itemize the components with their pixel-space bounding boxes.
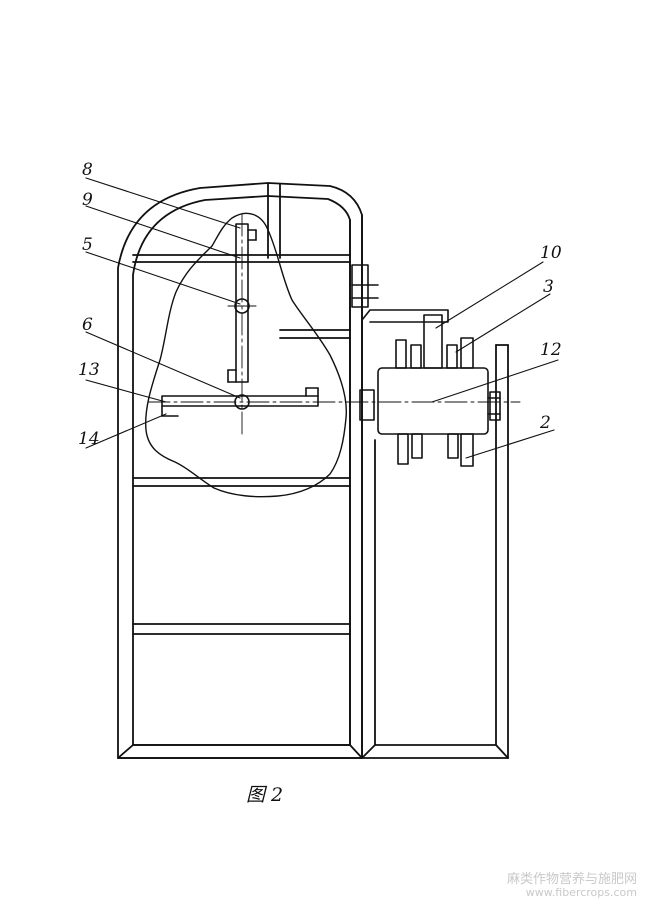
label-8: 8 [82,160,93,180]
label-13: 13 [78,360,100,380]
motor-mount [351,264,449,323]
main-frame [117,182,363,759]
figure-caption: 图 2 [246,784,284,806]
label-3: 3 [543,277,554,297]
label-5: 5 [82,235,93,255]
drum-assembly [359,314,501,467]
label-10: 10 [540,243,562,263]
label-14: 14 [78,429,100,449]
right-frame [361,344,509,759]
label-9: 9 [82,190,93,210]
cutaway-outline [144,212,348,498]
leader-lines [85,177,559,459]
watermark-url: www.fibercrops.com [525,886,637,899]
label-2: 2 [539,413,551,433]
part-labels: 8 9 5 6 13 14 10 3 12 2 [78,160,562,449]
label-12: 12 [540,340,562,360]
label-6: 6 [82,315,93,335]
center-lines [147,213,521,437]
watermark-title: 麻类作物营养与施肥网 [506,872,637,887]
